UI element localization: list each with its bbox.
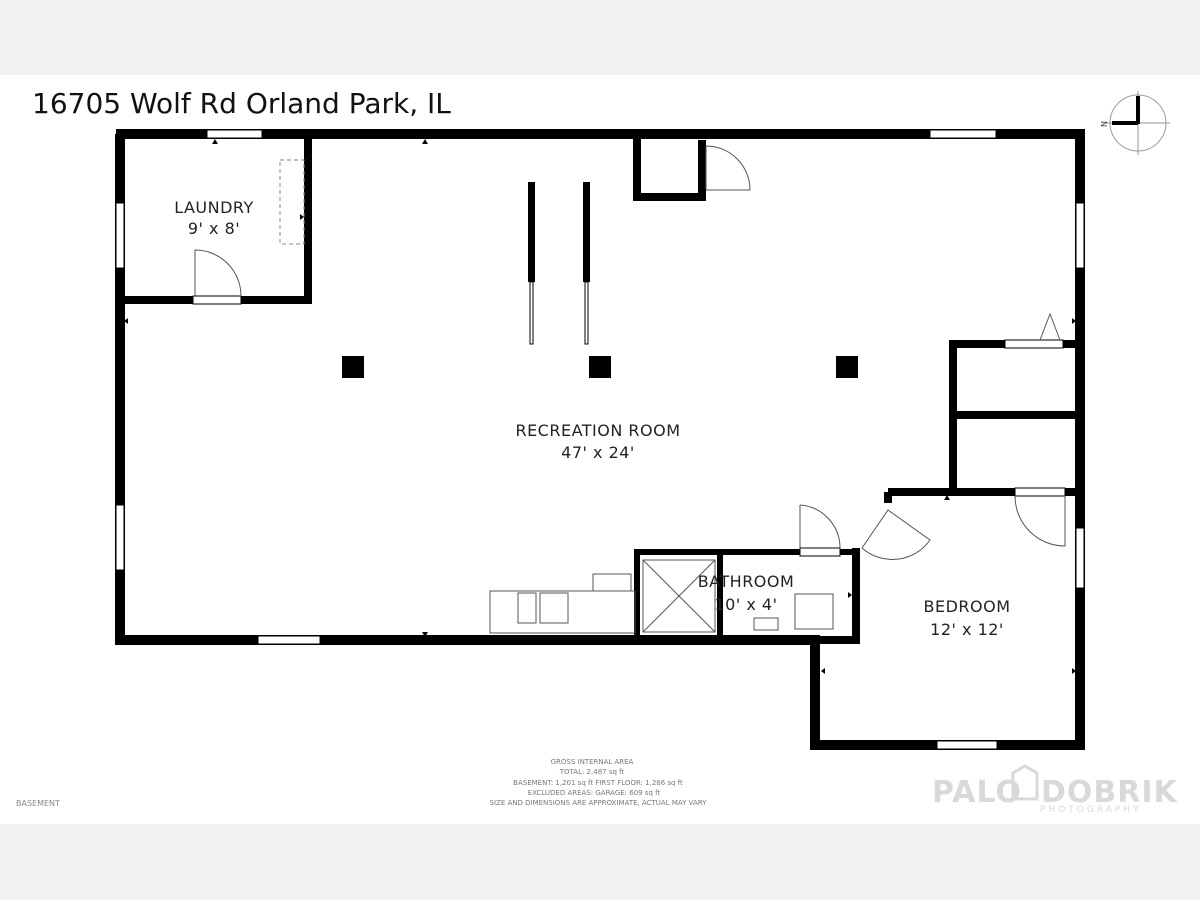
door-swings: [194, 145, 1066, 560]
room-size-bedroom: 12' x 12': [930, 620, 1004, 639]
room-size-laundry: 9' x 8': [188, 219, 240, 238]
floor-label: BASEMENT: [16, 799, 60, 808]
compass-north-label: N: [1100, 121, 1109, 127]
footer-excluded: EXCLUDED AREAS: GARAGE: 609 sq ft: [528, 789, 661, 797]
closet-walls: [633, 138, 706, 201]
wall-ticks: [124, 139, 1076, 674]
support-columns: [342, 356, 858, 378]
floor-plan-sheet: [0, 75, 1200, 824]
footer-total: TOTAL: 2,487 sq ft: [559, 768, 625, 776]
laundry-appliance: [279, 159, 305, 245]
footer-disclaimer: SIZE AND DIMENSIONS ARE APPROXIMATE, ACT…: [490, 799, 708, 807]
right-closet-walls: [949, 340, 1076, 492]
logo-text-left: PALO: [932, 775, 1022, 810]
partition-posts: [528, 182, 590, 345]
compass-icon: N: [1100, 91, 1170, 155]
bathroom-fixtures: [642, 559, 834, 633]
room-name-bedroom: BEDROOM: [923, 597, 1010, 616]
room-size-bathroom: 10' x 4': [715, 595, 778, 614]
room-name-laundry: LAUNDRY: [174, 198, 254, 217]
laundry-walls: [120, 138, 312, 304]
camera-icon: [1011, 764, 1039, 801]
windows: [115, 129, 1085, 750]
footer-gross-area: GROSS INTERNAL AREA: [551, 758, 634, 766]
brand-logo: PALO DOBRIK PHOTOGRAPHY: [932, 764, 1179, 815]
page-title: 16705 Wolf Rd Orland Park, IL: [32, 87, 451, 120]
logo-subtitle: PHOTOGRAPHY: [1040, 805, 1142, 815]
room-size-recreation: 47' x 24': [561, 443, 635, 462]
footer-floors: BASEMENT: 1,201 sq ft FIRST FLOOR: 1,286…: [513, 779, 683, 787]
room-name-recreation: RECREATION ROOM: [515, 421, 680, 440]
bedroom-walls: [820, 488, 1076, 644]
room-name-bathroom: BATHROOM: [698, 572, 795, 591]
kitchenette: [489, 573, 636, 634]
logo-text-right: DOBRIK: [1041, 775, 1179, 810]
